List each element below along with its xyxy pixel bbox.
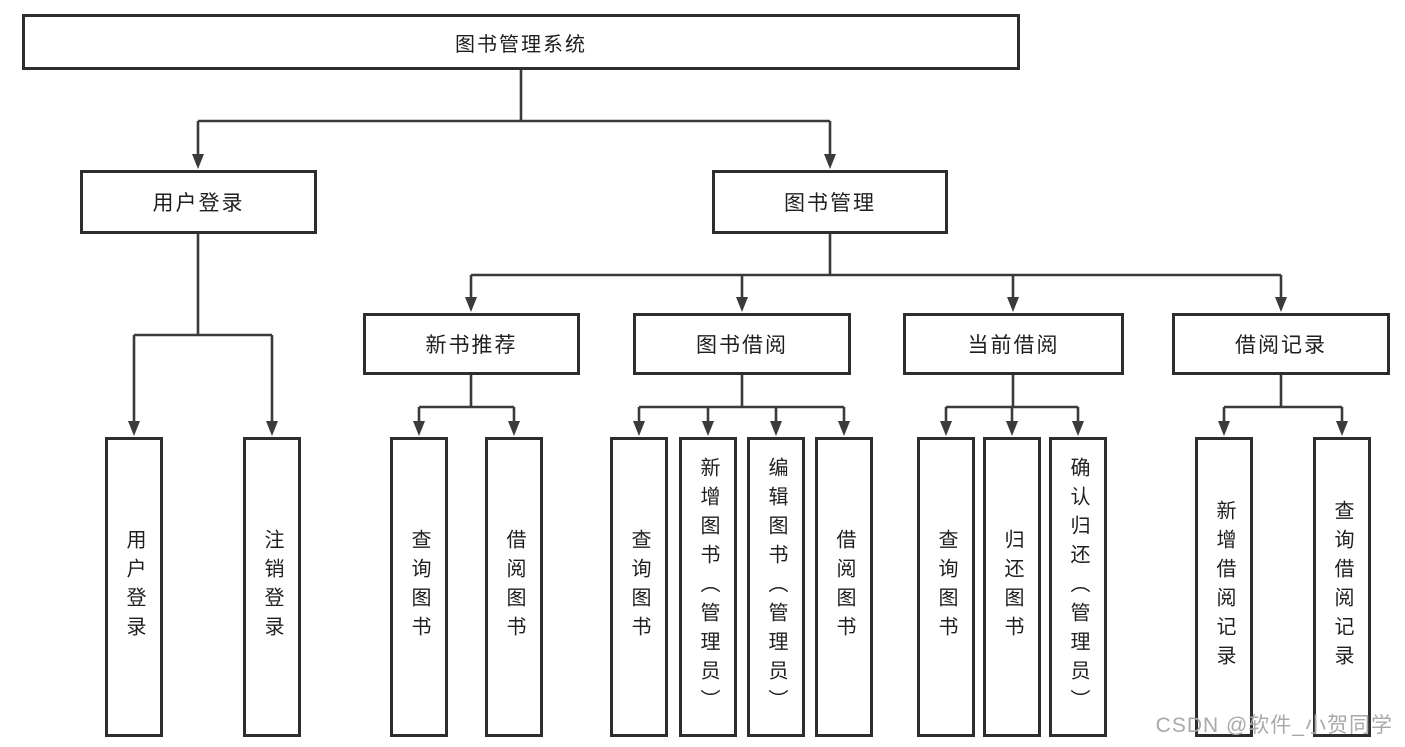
leaf-label: 注销登录 [261, 529, 283, 645]
arrowheads-book-management-to-level3 [465, 297, 1287, 312]
node-label: 图书管理系统 [455, 33, 587, 56]
connector-new-book-children [417, 375, 516, 422]
arrowheads-root-to-level2 [192, 154, 836, 169]
leaf-label: 新增借阅记录 [1213, 500, 1235, 674]
leaf-borrow-books-recommend: 借阅图书 [485, 437, 543, 737]
connector-user-login-children [132, 234, 274, 422]
node-user-login: 用户登录 [80, 170, 317, 234]
leaf-label: 确认归还（管理员） [1067, 456, 1089, 718]
leaf-edit-book-admin: 编辑图书（管理员） [747, 437, 805, 737]
leaf-label: 查询借阅记录 [1331, 500, 1353, 674]
leaf-borrow-books: 借阅图书 [815, 437, 873, 737]
arrowheads-new-book-children [413, 421, 520, 436]
connector-book-borrow-children [637, 375, 846, 422]
node-label: 图书管理 [784, 192, 876, 215]
leaf-query-borrow-record: 查询借阅记录 [1313, 437, 1371, 737]
leaf-logout: 注销登录 [243, 437, 301, 737]
node-book-borrow: 图书借阅 [633, 313, 851, 375]
leaf-confirm-return-admin: 确认归还（管理员） [1049, 437, 1107, 737]
connector-root-to-level2 [196, 70, 832, 156]
node-system-root: 图书管理系统 [22, 14, 1020, 70]
leaf-label: 新增图书（管理员） [697, 456, 719, 718]
leaf-label: 编辑图书（管理员） [765, 456, 787, 718]
leaf-query-books-current: 查询图书 [917, 437, 975, 737]
connector-current-borrow-children [944, 375, 1080, 422]
connector-borrow-records-children [1222, 375, 1344, 422]
leaf-label: 查询图书 [628, 529, 650, 645]
node-new-book-recommend: 新书推荐 [363, 313, 580, 375]
node-label: 新书推荐 [425, 334, 518, 357]
node-label: 当前借阅 [967, 334, 1060, 357]
leaf-label: 归还图书 [1001, 529, 1023, 645]
leaf-label: 查询图书 [935, 529, 957, 645]
connector-book-management-to-level3 [469, 234, 1283, 298]
node-label: 图书借阅 [696, 334, 788, 357]
leaf-label: 借阅图书 [503, 529, 525, 645]
leaf-return-book: 归还图书 [983, 437, 1041, 737]
node-label: 借阅记录 [1235, 334, 1327, 357]
node-current-borrow: 当前借阅 [903, 313, 1124, 375]
arrowheads-borrow-records-children [1218, 421, 1348, 436]
leaf-user-login: 用户登录 [105, 437, 163, 737]
node-label: 用户登录 [152, 192, 245, 215]
arrowheads-user-login-children [128, 421, 278, 436]
arrowheads-book-borrow-children [633, 421, 850, 436]
arrowheads-current-borrow-children [940, 421, 1084, 436]
leaf-label: 用户登录 [123, 529, 145, 645]
leaf-query-books-recommend: 查询图书 [390, 437, 448, 737]
csdn-watermark: CSDN @软件_小贺同学 [1155, 714, 1393, 737]
node-book-management: 图书管理 [712, 170, 948, 234]
leaf-label: 查询图书 [408, 529, 430, 645]
leaf-query-books-borrow: 查询图书 [610, 437, 668, 737]
leaf-add-borrow-record: 新增借阅记录 [1195, 437, 1253, 737]
node-borrow-records: 借阅记录 [1172, 313, 1390, 375]
leaf-add-book-admin: 新增图书（管理员） [679, 437, 737, 737]
leaf-label: 借阅图书 [833, 529, 855, 645]
